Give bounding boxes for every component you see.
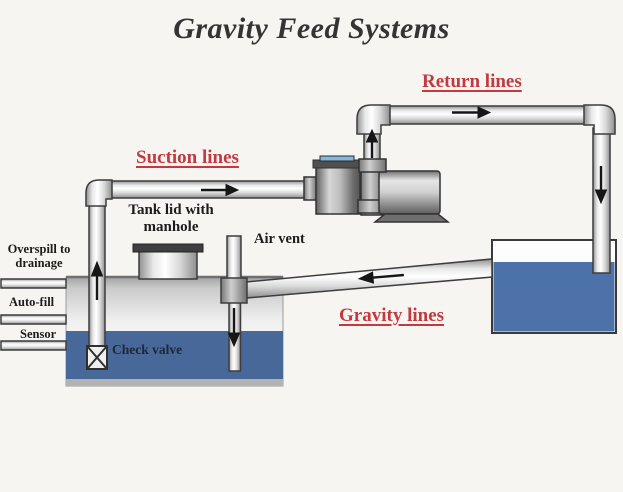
gravity-flow-arrow-icon — [357, 271, 405, 284]
suction-flow-arrow-icon — [201, 183, 240, 197]
overspill-pipe — [0, 278, 67, 289]
suction-up-arrow-icon — [90, 260, 104, 300]
pump-inlet-collar — [303, 176, 318, 201]
return-flow-arrow-icon — [452, 106, 492, 119]
vent-tee-junction — [220, 277, 248, 304]
pump-housing-seal — [319, 155, 355, 162]
auto-fill-pipe — [0, 314, 67, 325]
pump-filter-housing — [315, 165, 361, 215]
page-title: Gravity Feed Systems — [173, 12, 450, 45]
pump-motor — [378, 170, 441, 215]
check-valve-label: Check valve — [112, 342, 183, 357]
return-elbow-left — [356, 104, 391, 135]
return-lines-label: Return lines — [422, 71, 522, 92]
tank-lid-manhole — [132, 243, 204, 280]
vent-down-arrow-icon — [227, 308, 241, 348]
overspill-label: Overspill to drainage — [7, 242, 71, 270]
return-down-arrow-icon — [594, 166, 608, 205]
pump-base — [372, 213, 451, 223]
sensor-label: Sensor — [20, 327, 57, 341]
air-vent-label: Air vent — [254, 231, 305, 247]
pump-up-arrow-icon — [365, 128, 379, 158]
suction-lines-label: Suction lines — [136, 147, 239, 168]
sensor-pipe — [0, 340, 67, 351]
suction-elbow — [85, 179, 113, 207]
flow-arrows — [90, 106, 608, 348]
tank-lid-label: Tank lid with manhole — [128, 202, 214, 235]
return-elbow-right — [583, 104, 616, 135]
check-valve — [86, 345, 108, 370]
feed-tank — [491, 239, 617, 334]
auto-fill-label: Auto-fill — [9, 295, 55, 309]
gravity-lines-label: Gravity lines — [339, 305, 445, 326]
pump — [303, 129, 451, 223]
